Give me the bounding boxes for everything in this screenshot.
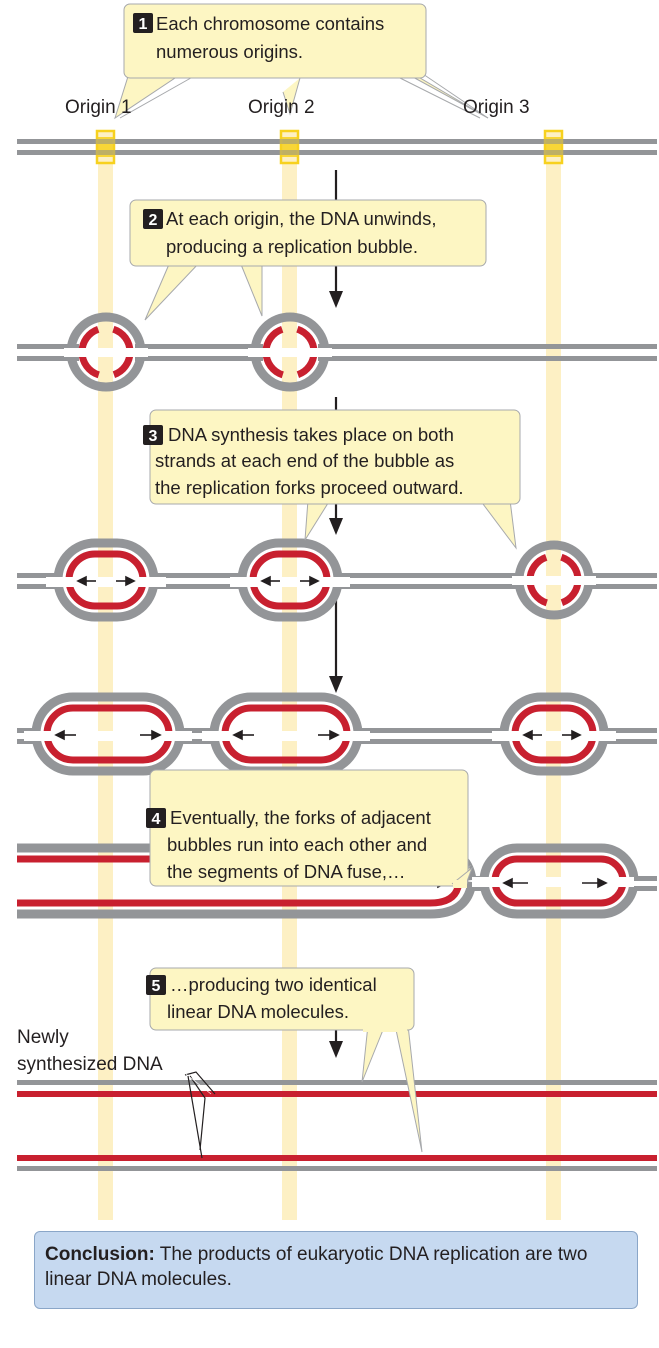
origin-1-label: Origin 1: [65, 97, 132, 118]
step-4-text-line-1: Eventually, the forks of adjacent: [170, 807, 431, 828]
step-2-text-line-1: At each origin, the DNA unwinds,: [166, 208, 436, 229]
step-4-text-line-2: bubbles run into each other and: [167, 834, 427, 855]
origin-3-guide: [546, 132, 561, 1220]
row-2-chromosome: [17, 312, 657, 392]
step-1-number: 1: [139, 16, 148, 33]
step-3-text-line-1: DNA synthesis takes place on both: [168, 424, 454, 445]
step-3-text-line-3: the replication forks proceed outward.: [155, 477, 464, 498]
row-6-molecules: [17, 1080, 657, 1171]
conclusion-text: The products of eukaryotic DNA replicati…: [45, 1244, 588, 1290]
bubble-origin-2: [230, 538, 350, 622]
bubble-origin-3: [492, 692, 616, 776]
row-3-chromosome: [17, 538, 657, 622]
callout-step-5: 5 …producing two identical linear DNA mo…: [146, 967, 423, 1153]
bubble-origin-1: [24, 692, 192, 776]
step-2-text-line-2: producing a replication bubble.: [166, 236, 418, 257]
conclusion-label: Conclusion:: [45, 1244, 155, 1265]
flow-arrow-3: [329, 597, 343, 693]
bubble-origin-2: [202, 692, 370, 776]
newly-synthesized-line-2: synthesized DNA: [17, 1054, 163, 1075]
origin-3-label: Origin 3: [463, 97, 530, 118]
conclusion-box: Conclusion: The products of eukaryotic D…: [34, 1231, 638, 1309]
step-2-number: 2: [149, 212, 158, 229]
newly-synthesized-label: Newly synthesized DNA: [17, 1027, 216, 1159]
origin-1-guide: [98, 132, 113, 1220]
row-1-chromosome: [17, 129, 657, 165]
step-4-text-line-3: the segments of DNA fuse,…: [167, 861, 406, 882]
step-3-number: 3: [149, 428, 158, 445]
callout-step-2: 2 At each origin, the DNA unwinds, produ…: [129, 199, 487, 321]
newly-synthesized-line-1: Newly: [17, 1027, 69, 1048]
bubble-origin-3: [512, 540, 596, 620]
origin-2-guide: [282, 132, 297, 1220]
bubble-origin-1: [46, 538, 166, 622]
step-1-text-line-2: numerous origins.: [156, 41, 303, 62]
bubble-origin-2: [248, 312, 332, 392]
step-4-number: 4: [152, 811, 161, 828]
callout-step-1: 1 Each chromosome contains numerous orig…: [114, 3, 489, 120]
bubble-right: [472, 843, 657, 919]
callout-step-4: 4 Eventually, the forks of adjacent bubb…: [146, 769, 474, 888]
row-4-chromosome: [17, 692, 657, 776]
step-5-text-line-1: …producing two identical: [170, 974, 377, 995]
step-1-text-line-1: Each chromosome contains: [156, 13, 384, 34]
callout-step-3: 3 DNA synthesis takes place on both stra…: [143, 409, 521, 550]
step-3-text-line-2: strands at each end of the bubble as: [155, 450, 454, 471]
origin-2-label: Origin 2: [248, 97, 315, 118]
step-5-text-line-2: linear DNA molecules.: [167, 1001, 349, 1022]
fork-arrows: [76, 575, 320, 587]
fork-arrows: [54, 729, 582, 741]
bubble-origin-1: [64, 312, 148, 392]
step-5-number: 5: [152, 978, 161, 995]
